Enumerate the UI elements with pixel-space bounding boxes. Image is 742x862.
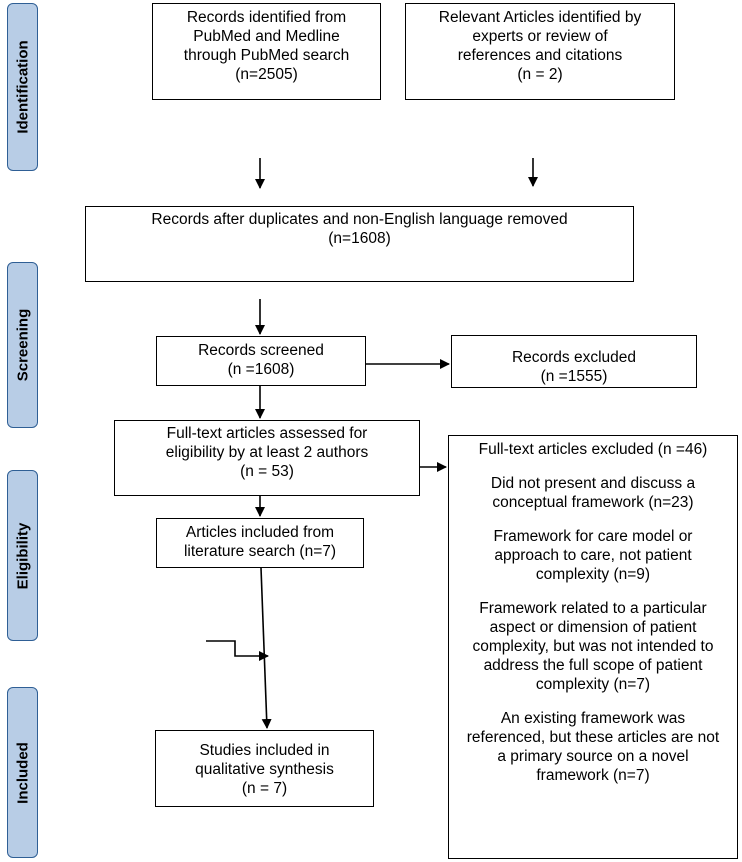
box-line: qualitative synthesis [195, 761, 334, 778]
box-line: (n = 53) [240, 463, 294, 480]
fulltext-excluded-box: Full-text articles excluded (n =46) Did … [448, 435, 738, 859]
records-identified-box: Records identified from PubMed and Medli… [152, 3, 381, 100]
box-line: Records identified from [186, 9, 347, 26]
studies-included-box: Studies included in qualitative synthesi… [155, 730, 374, 807]
exclusion-reason: Framework for care model or approach to … [449, 527, 737, 584]
box-line: Studies included in [199, 742, 330, 759]
box-line: (n = 2) [517, 66, 563, 83]
box-line: a primary source on a novel [497, 748, 689, 765]
box-line: referenced, but these articles are not [466, 729, 720, 746]
phase-screening: Screening [7, 262, 38, 428]
box-line: (n = 7) [241, 780, 288, 797]
box-line: (n=1608) [328, 230, 391, 247]
box-line: An existing framework was [500, 710, 686, 727]
box-line: complexity (n=9) [535, 566, 651, 583]
box-line: complexity, but was not intended to [472, 638, 714, 655]
box-line: Articles included from [185, 524, 335, 541]
box-line: Records screened [198, 342, 324, 359]
box-line: complexity (n=7) [535, 676, 651, 693]
box-line: Records excluded [511, 349, 637, 366]
records-after-duplicates-box: Records after duplicates and non-English… [85, 206, 634, 282]
box-line: (n =1555) [540, 368, 608, 385]
box-line: literature search (n=7) [183, 543, 337, 560]
expert-articles-box: Relevant Articles identified by experts … [405, 3, 675, 100]
phase-identification: Identification [7, 3, 38, 171]
arrow-side-join [206, 640, 269, 661]
box-line: address the full scope of patient [483, 657, 703, 674]
box-line: Did not present and discuss a [490, 475, 696, 492]
box-line: aspect or dimension of patient [489, 619, 697, 636]
records-excluded-box: Records excluded (n =1555) [451, 335, 697, 388]
box-line: PubMed and Medline [193, 28, 340, 45]
articles-included-box: Articles included from literature search… [156, 518, 364, 568]
excluded-header: Full-text articles excluded (n =46) [478, 441, 708, 458]
box-line: Full-text articles assessed for [166, 425, 368, 442]
exclusion-reason: An existing framework was referenced, bu… [449, 709, 737, 785]
box-line: eligibility by at least 2 authors [165, 444, 369, 461]
box-line: conceptual framework (n=23) [492, 494, 694, 511]
fulltext-assessed-box: Full-text articles assessed for eligibil… [114, 420, 420, 496]
box-line: (n=2505) [235, 66, 298, 83]
box-line: Framework related to a particular [479, 600, 707, 617]
phase-included: Included [7, 687, 38, 858]
box-line: Relevant Articles identified by [438, 9, 642, 26]
box-line: approach to care, not patient [494, 547, 692, 564]
box-line: through PubMed search [183, 47, 350, 64]
exclusion-reason: Did not present and discuss a conceptual… [449, 474, 737, 512]
box-line: Records after duplicates and non-English… [151, 211, 568, 228]
box-line: (n =1608) [227, 361, 295, 378]
box-line: experts or review of [472, 28, 608, 45]
box-line: framework (n=7) [536, 767, 650, 784]
box-line: Framework for care model or [493, 528, 693, 545]
phase-eligibility: Eligibility [7, 470, 38, 641]
exclusion-reason: Framework related to a particular aspect… [449, 599, 737, 694]
box-line: references and citations [457, 47, 623, 64]
records-screened-box: Records screened (n =1608) [156, 336, 366, 386]
arrow-to-studies-included [260, 567, 272, 729]
